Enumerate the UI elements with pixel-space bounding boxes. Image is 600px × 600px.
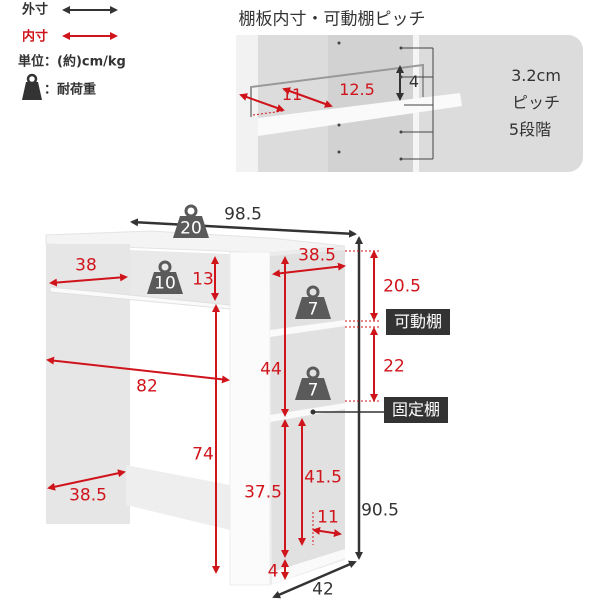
- lower-height: 37.5: [244, 482, 282, 503]
- total-depth: 42: [312, 579, 334, 600]
- total-width: 98.5: [224, 204, 262, 225]
- load-adjustable-shelf: 7: [307, 299, 319, 320]
- adjustable-gap-bottom: 22: [383, 356, 405, 377]
- legend-unit-label: 単位：(約)cm/kg: [18, 54, 126, 70]
- weight-icon: [22, 82, 42, 100]
- lower-inner-height: 41.5: [304, 467, 342, 488]
- inset-title: 棚板内寸・可動棚ピッチ: [238, 9, 426, 30]
- load-upper-shelf: 10: [154, 273, 176, 294]
- shelf-inset-image: [236, 35, 583, 172]
- load-top: 20: [180, 218, 202, 239]
- load-fixed-shelf: 7: [307, 380, 319, 401]
- legend-inner-label: 内寸: [22, 29, 49, 45]
- inset-width: 12.5: [339, 80, 375, 99]
- desk-inner-width: 82: [136, 376, 158, 397]
- knee-height: 74: [192, 444, 214, 465]
- leg-depth: 38.5: [69, 485, 107, 506]
- legend-load-label: ：耐荷重: [44, 82, 97, 98]
- base-height: 4: [267, 561, 279, 582]
- pitch-line: 3.2cm: [511, 66, 561, 85]
- total-height: 90.5: [361, 500, 399, 521]
- cabinet-inner-width: 38.5: [298, 245, 336, 266]
- adjustable-gap-top: 20.5: [383, 276, 421, 297]
- fixed-shelf-tag: 固定棚: [384, 397, 449, 423]
- upper-shelf-height: 13: [192, 269, 214, 290]
- lower-inner-depth: 11: [317, 507, 339, 528]
- cabinet-upper-height: 44: [260, 359, 282, 380]
- pitch-line: 5段階: [508, 120, 552, 139]
- inset-depth: 11: [281, 85, 303, 104]
- adjustable-shelf-tag: 可動棚: [386, 309, 451, 335]
- inset-height: 4: [408, 72, 420, 91]
- legend-outer-label: 外寸: [22, 2, 49, 18]
- pitch-line: ピッチ: [511, 93, 561, 112]
- upper-shelf-width: 38: [75, 255, 97, 276]
